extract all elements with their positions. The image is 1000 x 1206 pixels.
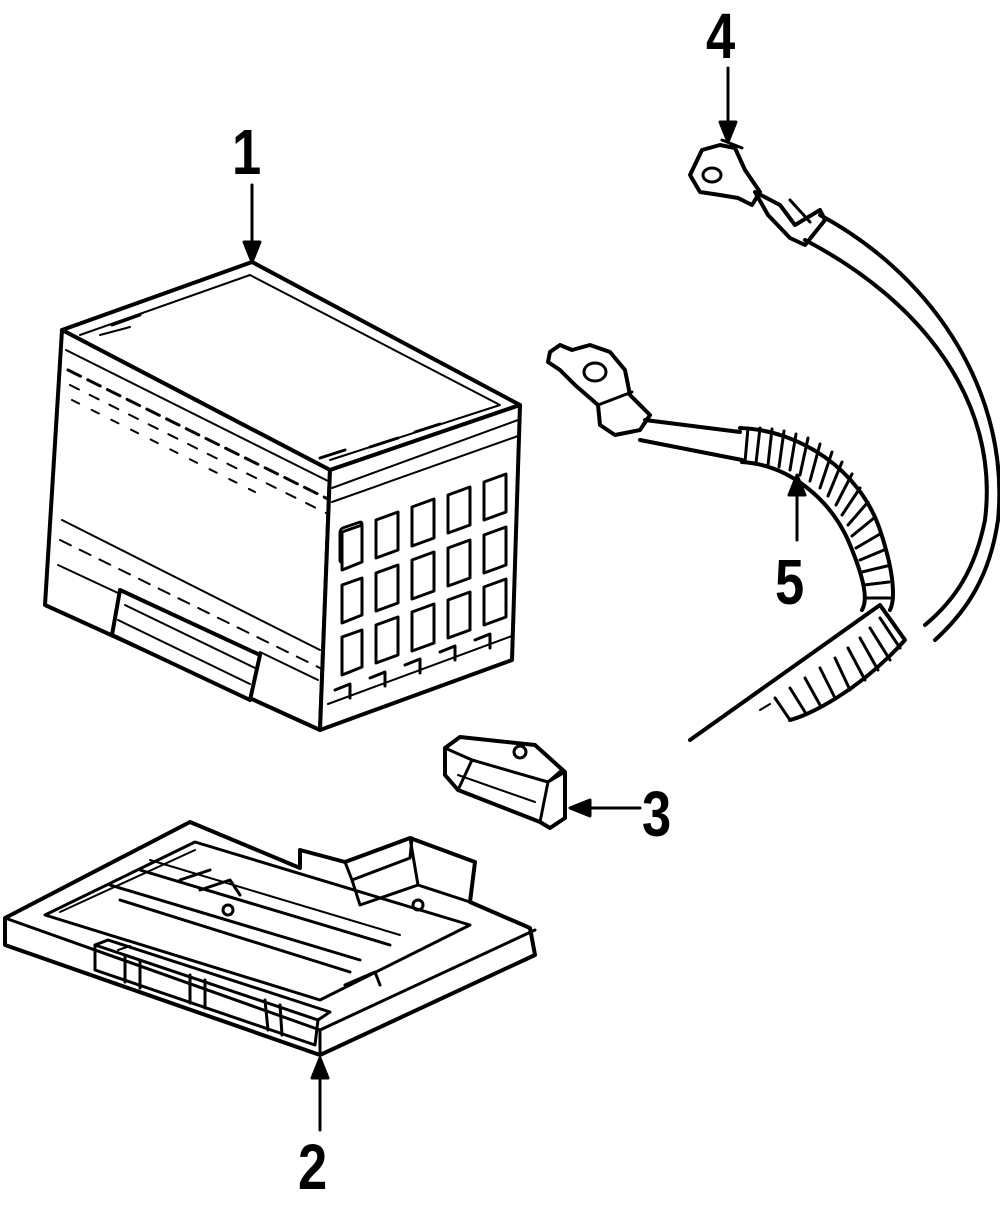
positive-cable <box>688 138 1000 642</box>
callout-5: 5 <box>775 546 805 618</box>
arrowhead-2 <box>310 1056 330 1080</box>
leader-lines <box>242 66 807 1132</box>
hold-down-clamp <box>443 735 567 830</box>
callout-2: 2 <box>298 1131 328 1203</box>
callout-3: 3 <box>642 778 672 850</box>
arrowhead-4 <box>718 120 738 144</box>
arrowhead-3 <box>568 798 592 818</box>
arrowhead-1 <box>242 240 262 264</box>
callout-1: 1 <box>232 116 262 188</box>
arrowhead-5 <box>787 473 807 497</box>
callout-4: 4 <box>706 0 736 72</box>
battery <box>43 260 522 732</box>
battery-tray <box>3 820 537 1057</box>
negative-cable <box>546 343 907 742</box>
